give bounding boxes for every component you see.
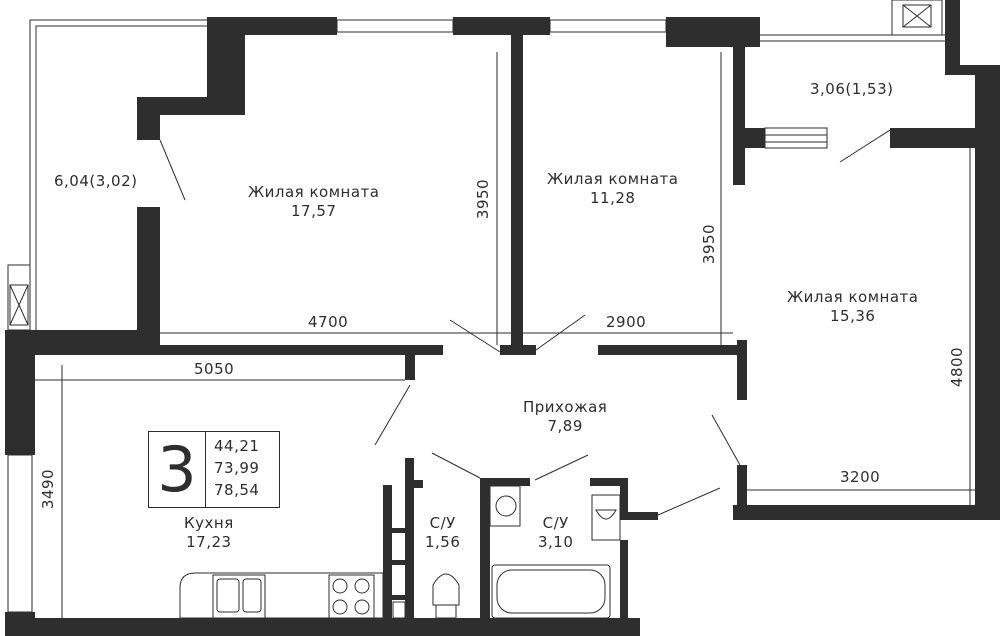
walls	[5, 0, 1000, 636]
dimension-label: 5050	[194, 360, 235, 378]
room-area: 15,36	[830, 307, 876, 325]
dimension-label: 4700	[308, 313, 349, 331]
dimension-label: 2900	[606, 313, 647, 331]
balcony-left-label: 6,04(3,02)	[54, 172, 138, 190]
room-count: 3	[149, 432, 206, 507]
apartment-info-box: 3 44,21 73,99 78,54	[148, 431, 280, 508]
room-name: Жилая комната	[248, 183, 380, 201]
room-name: С/У	[542, 514, 569, 532]
thin-lines	[7, 0, 975, 619]
total-area-with-balconies: 78,54	[214, 481, 260, 499]
room-area: 3,10	[538, 533, 574, 551]
area-values: 44,21 73,99 78,54	[206, 432, 279, 507]
room-name: Жилая комната	[787, 288, 919, 306]
dimension-label: 4800	[948, 346, 967, 388]
total-area: 73,99	[214, 459, 260, 477]
dimension-label: 3950	[474, 178, 493, 220]
balcony-right-label: 3,06(1,53)	[810, 80, 894, 98]
room-name: С/У	[429, 514, 456, 532]
room-name: Жилая комната	[547, 170, 679, 188]
dimension-label: 3950	[700, 223, 719, 265]
living-area: 44,21	[214, 437, 260, 455]
room-area: 17,23	[186, 533, 232, 551]
dimension-label: 3200	[840, 468, 881, 486]
room-name: Прихожая	[523, 398, 608, 416]
room-area: 1,56	[425, 533, 461, 551]
room-area: 17,57	[291, 202, 337, 220]
room-name: Кухня	[184, 514, 234, 532]
room-area: 7,89	[547, 417, 583, 435]
room-area: 11,28	[590, 189, 636, 207]
dimension-label: 3490	[39, 468, 58, 510]
